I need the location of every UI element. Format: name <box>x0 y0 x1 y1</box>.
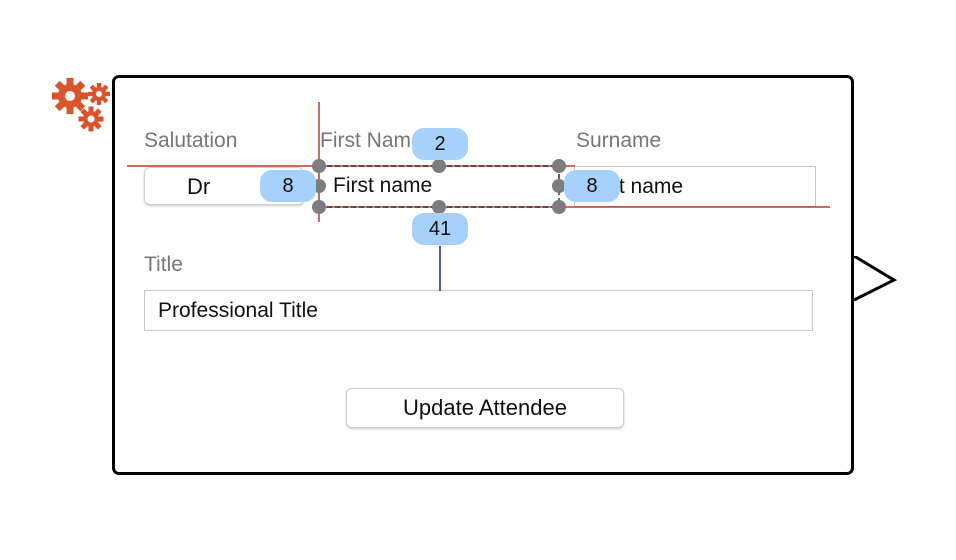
handle-top-center[interactable] <box>432 159 446 173</box>
gears-icon <box>52 78 110 132</box>
first-name-placeholder: First name <box>333 174 433 197</box>
bottom-spacing-badge[interactable]: 41 <box>412 213 468 245</box>
surname-label: Surname <box>576 129 662 152</box>
title-placeholder: Professional Title <box>158 299 318 322</box>
handle-middle-right[interactable] <box>552 179 566 193</box>
popover-arrow <box>853 256 898 302</box>
trailing-spacing-badge[interactable]: 8 <box>564 170 620 202</box>
handle-top-left[interactable] <box>312 159 326 173</box>
leading-spacing-badge[interactable]: 8 <box>260 170 316 202</box>
handle-top-right[interactable] <box>552 159 566 173</box>
first-name-label: First Name <box>320 129 423 152</box>
salutation-value: Dr <box>187 174 211 199</box>
top-spacing-badge[interactable]: 2 <box>412 128 468 160</box>
handle-bottom-right[interactable] <box>552 200 566 214</box>
salutation-label: Salutation <box>144 129 238 152</box>
title-label: Title <box>144 253 183 276</box>
handle-bottom-left[interactable] <box>312 200 326 214</box>
update-attendee-button[interactable]: Update Attendee <box>346 388 624 428</box>
handle-bottom-center[interactable] <box>432 200 446 214</box>
title-field[interactable]: Professional Title <box>144 290 813 331</box>
